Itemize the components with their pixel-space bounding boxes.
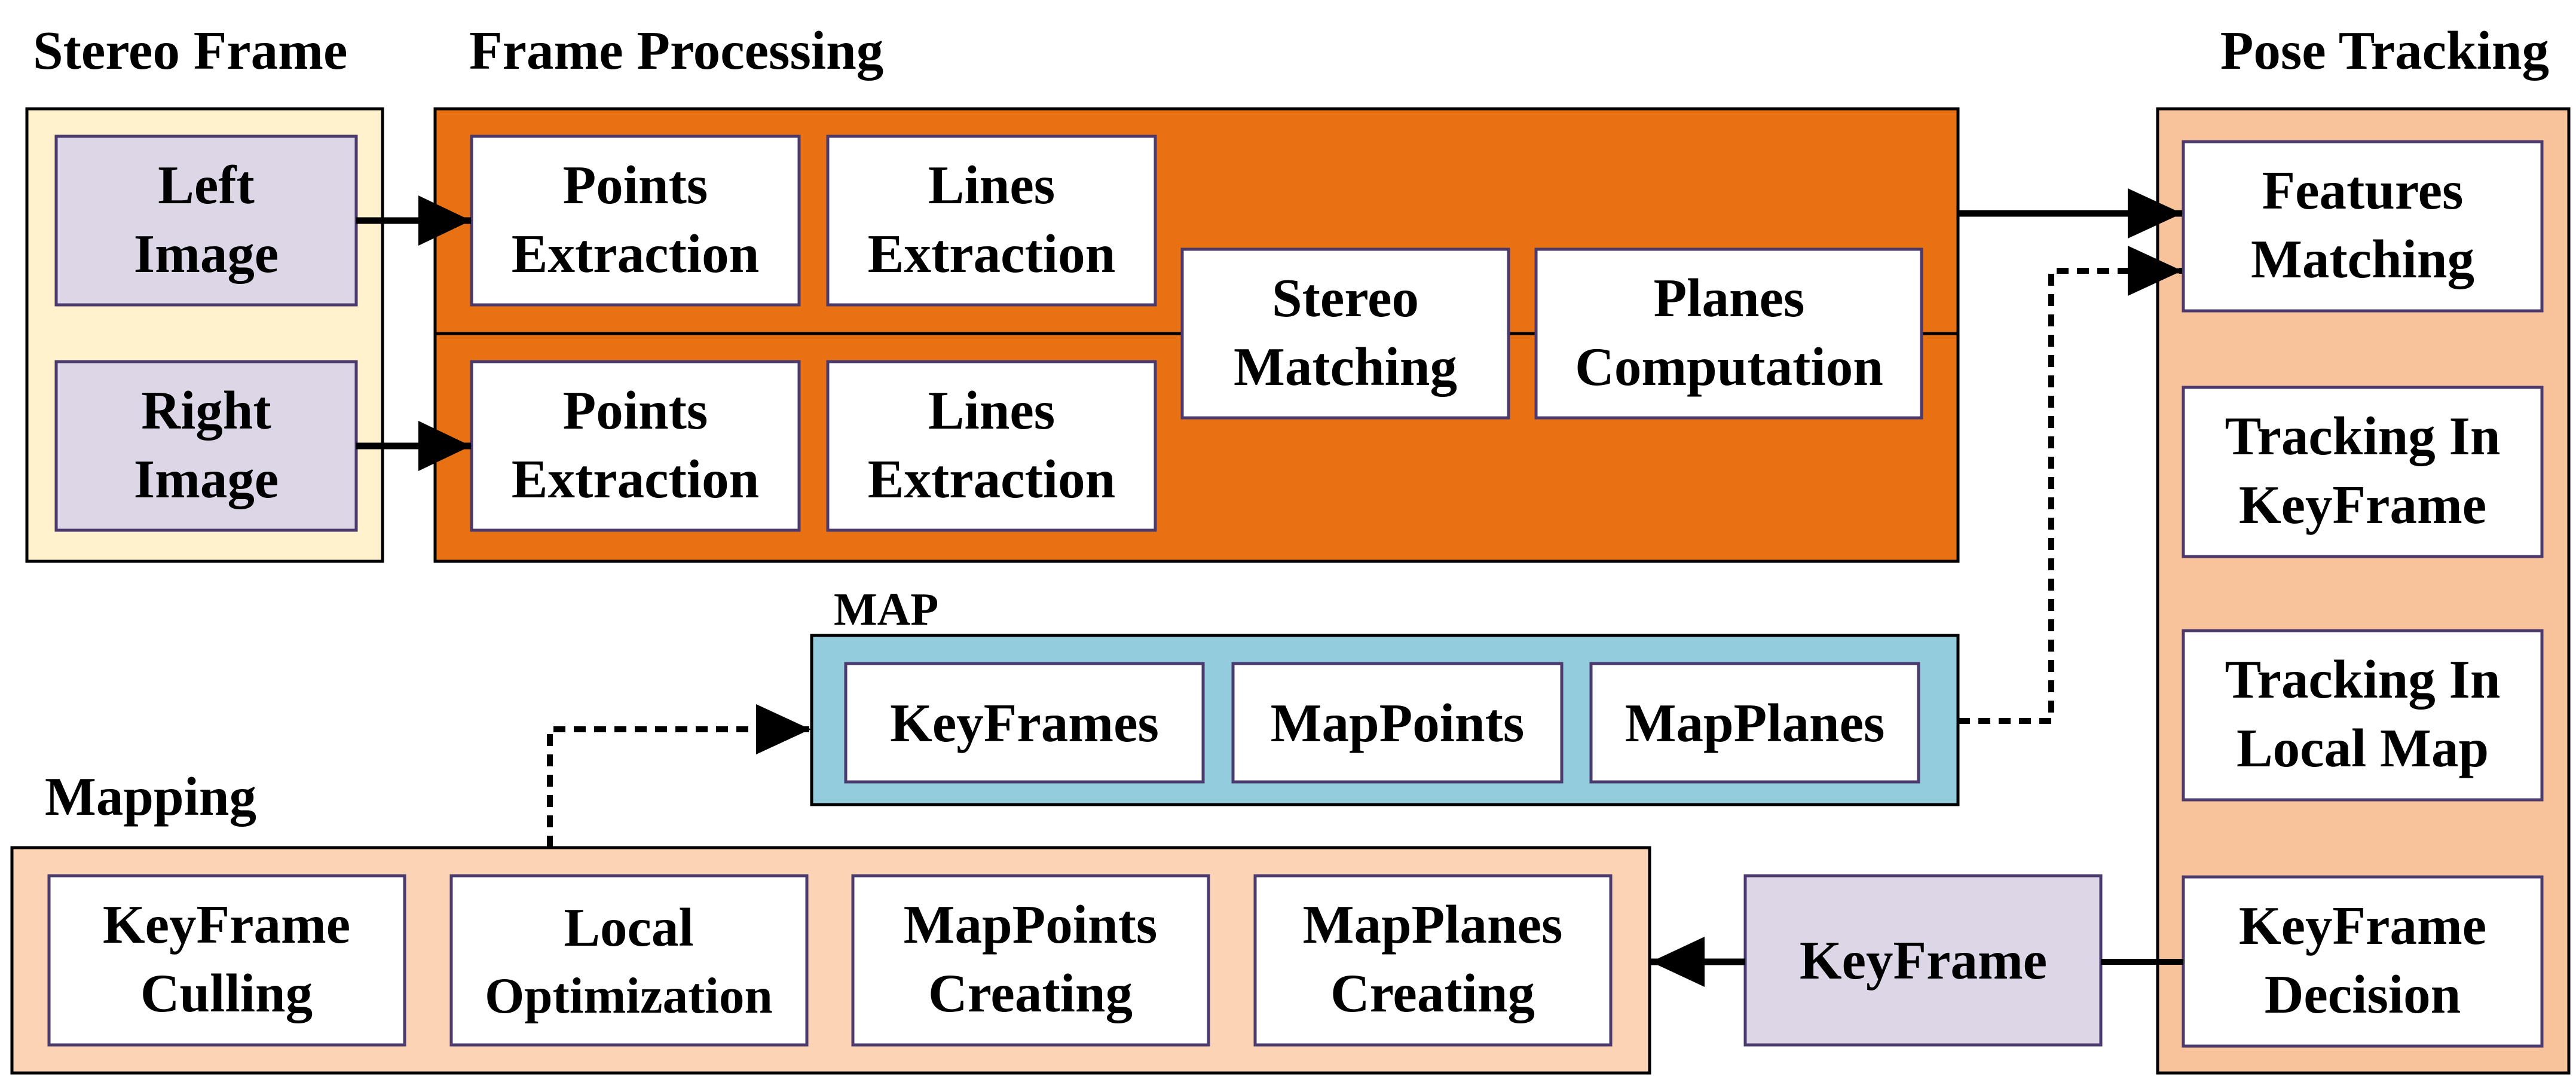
tracking-in-local-map-label-1: Tracking In [2225, 649, 2501, 710]
planes-computation-label-2: Computation [1575, 337, 1883, 397]
tracking-in-keyframe-label-1: Tracking In [2225, 406, 2501, 466]
mappoints-creating-label-1: MapPoints [904, 894, 1158, 955]
keyframe-decision-box: KeyFrame Decision [2182, 875, 2544, 1048]
lines-extraction-top-box: Lines Extraction [826, 134, 1157, 307]
mappoints-creating-label-2: Creating [928, 963, 1133, 1023]
stereo-matching-label-2: Matching [1234, 337, 1457, 397]
dashed-arrow-local-optimization-to-map [547, 726, 811, 848]
mapplanes-creating-label-2: Creating [1330, 963, 1535, 1023]
points-extraction-bottom-label-2: Extraction [512, 449, 759, 509]
mapplanes-creating-box: MapPlanes Creating [1253, 874, 1613, 1047]
lines-extraction-bottom-label-1: Lines [928, 380, 1055, 441]
features-matching-label-2: Matching [2251, 229, 2474, 289]
lines-extraction-bottom-box: Lines Extraction [826, 360, 1157, 532]
left-image-box: Left Image [54, 134, 358, 307]
mappoints-creating-box: MapPoints Creating [851, 874, 1210, 1047]
left-image-label-2: Image [134, 224, 279, 284]
points-extraction-top-label-2: Extraction [512, 224, 759, 284]
left-image-label-1: Left [158, 155, 255, 215]
local-optimization-label-2: Optimization [485, 968, 773, 1024]
planes-computation-label-1: Planes [1654, 268, 1805, 328]
local-optimization-label-1: Local [564, 897, 693, 958]
stereo-frame-title: Stereo Frame [33, 20, 347, 81]
right-image-label-2: Image [134, 449, 279, 509]
keyframe-culling-label-2: Culling [140, 963, 313, 1023]
mapplanes-box: MapPlanes [1589, 662, 1920, 784]
tracking-in-keyframe-label-2: KeyFrame [2239, 475, 2486, 535]
keyframes-label: KeyFrames [890, 693, 1159, 753]
arrowhead-local-opt-to-map [756, 704, 810, 754]
keyframe-culling-box: KeyFrame Culling [47, 874, 406, 1047]
stereo-matching-label-1: Stereo [1272, 268, 1419, 328]
dashed-arrow-map-to-features-matching [1958, 268, 2183, 724]
points-extraction-top-box: Points Extraction [470, 134, 801, 307]
pose-tracking-title: Pose Tracking [2220, 20, 2549, 81]
local-optimization-box: Local Optimization [449, 874, 809, 1047]
map-title: MAP [834, 583, 938, 635]
lines-extraction-bottom-label-2: Extraction [868, 449, 1115, 509]
stereo-matching-box: Stereo Matching [1180, 247, 1510, 420]
mappoints-box: MapPoints [1231, 662, 1564, 784]
mappoints-label: MapPoints [1271, 693, 1525, 753]
features-matching-box: Features Matching [2182, 140, 2544, 313]
arrowhead-keyframe-to-mapping [1651, 937, 1705, 987]
arrowhead-right-image [418, 421, 471, 471]
lines-extraction-top-label-1: Lines [928, 155, 1055, 215]
points-extraction-bottom-box: Points Extraction [470, 360, 801, 532]
mapplanes-creating-label-1: MapPlanes [1303, 894, 1563, 955]
tracking-in-keyframe-box: Tracking In KeyFrame [2182, 386, 2544, 558]
right-image-label-1: Right [141, 380, 271, 441]
mapping-title: Mapping [45, 766, 256, 827]
points-extraction-top-label-1: Points [563, 155, 708, 215]
features-matching-label-1: Features [2262, 160, 2464, 221]
points-extraction-bottom-label-1: Points [563, 380, 708, 441]
arrowhead-left-image [418, 195, 471, 246]
keyframe-decision-label-1: KeyFrame [2239, 895, 2486, 956]
tracking-in-local-map-label-2: Local Map [2237, 718, 2489, 778]
right-image-box: Right Image [54, 360, 358, 532]
keyframe-box: KeyFrame [1743, 874, 2103, 1047]
planes-computation-box: Planes Computation [1534, 247, 1923, 420]
keyframe-decision-label-2: Decision [2265, 964, 2461, 1025]
keyframe-label: KeyFrame [1800, 930, 2047, 991]
frame-processing-title: Frame Processing [469, 20, 883, 81]
lines-extraction-top-label-2: Extraction [868, 224, 1115, 284]
keyframe-culling-label-1: KeyFrame [103, 894, 350, 955]
arrowhead-features-matching [2128, 188, 2182, 239]
keyframes-box: KeyFrames [844, 662, 1205, 784]
tracking-in-local-map-box: Tracking In Local Map [2182, 629, 2544, 802]
arrowhead-map-to-features [2128, 246, 2182, 296]
mapplanes-label: MapPlanes [1625, 693, 1885, 753]
